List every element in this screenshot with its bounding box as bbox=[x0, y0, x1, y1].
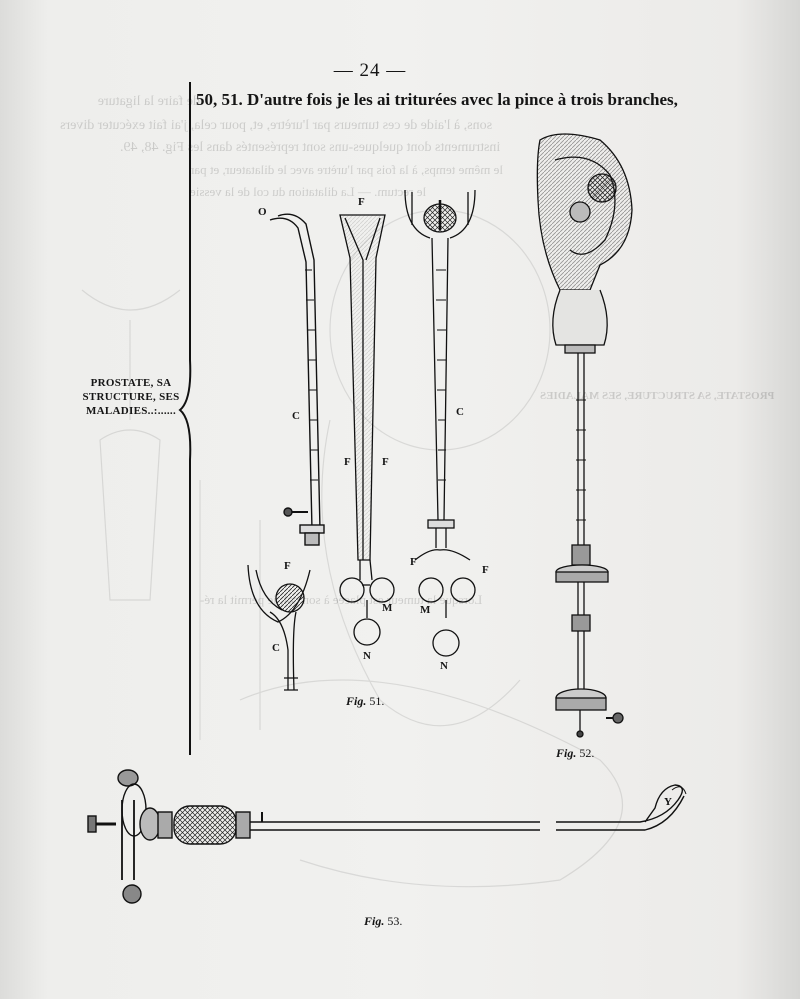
fig51-sound-instrument bbox=[269, 213, 325, 546]
figure-letter: F bbox=[482, 564, 489, 576]
fig52-instrument bbox=[536, 133, 633, 738]
figure-letter: F bbox=[284, 560, 291, 572]
margin-brace bbox=[178, 82, 192, 755]
figure-letter: C bbox=[272, 642, 280, 654]
figure-letter: C bbox=[292, 410, 300, 422]
fig-number: 51. bbox=[369, 694, 385, 708]
figure-letter: F bbox=[358, 196, 365, 208]
fig51-bladder-sketch bbox=[247, 564, 311, 691]
figure-letter: F bbox=[410, 556, 417, 568]
figure-letter: O bbox=[258, 206, 267, 218]
fig51-three-branch-forceps bbox=[404, 189, 476, 657]
figure-letter: N bbox=[363, 650, 371, 662]
fig-number: 53. bbox=[387, 914, 403, 928]
body-text-line: 50, 51. D'autre fois je les ai triturées… bbox=[196, 90, 678, 109]
fig51-forceps bbox=[339, 214, 395, 646]
margin-note-line: MALADIES..:...... bbox=[85, 405, 177, 417]
fig-label: Fig. bbox=[364, 914, 385, 928]
margin-note-line: STRUCTURE, SES bbox=[82, 391, 180, 403]
figure-letter: Y bbox=[664, 796, 672, 808]
fig-label: Fig. bbox=[346, 694, 367, 708]
margin-note: PROSTATE, SA STRUCTURE, SES MALADIES..:.… bbox=[76, 376, 186, 418]
figure-letter: N bbox=[440, 660, 448, 672]
figure-letter: F bbox=[382, 456, 389, 468]
figure-letter: M bbox=[382, 602, 393, 614]
figure-letter: C bbox=[456, 406, 464, 418]
fig-label: Fig. bbox=[556, 746, 577, 760]
fig-number: 52. bbox=[579, 746, 595, 760]
fig53-caption: Fig. 53. bbox=[364, 914, 402, 929]
margin-note-line: PROSTATE, SA bbox=[90, 377, 172, 389]
figure-letter: M bbox=[420, 604, 431, 616]
page-number: — 24 — bbox=[333, 60, 407, 81]
figure-letter: F bbox=[344, 456, 351, 468]
fig51-caption: Fig. 51. bbox=[346, 694, 384, 709]
fig53-instrument bbox=[87, 769, 687, 904]
fig52-caption: Fig. 52. bbox=[556, 746, 594, 761]
